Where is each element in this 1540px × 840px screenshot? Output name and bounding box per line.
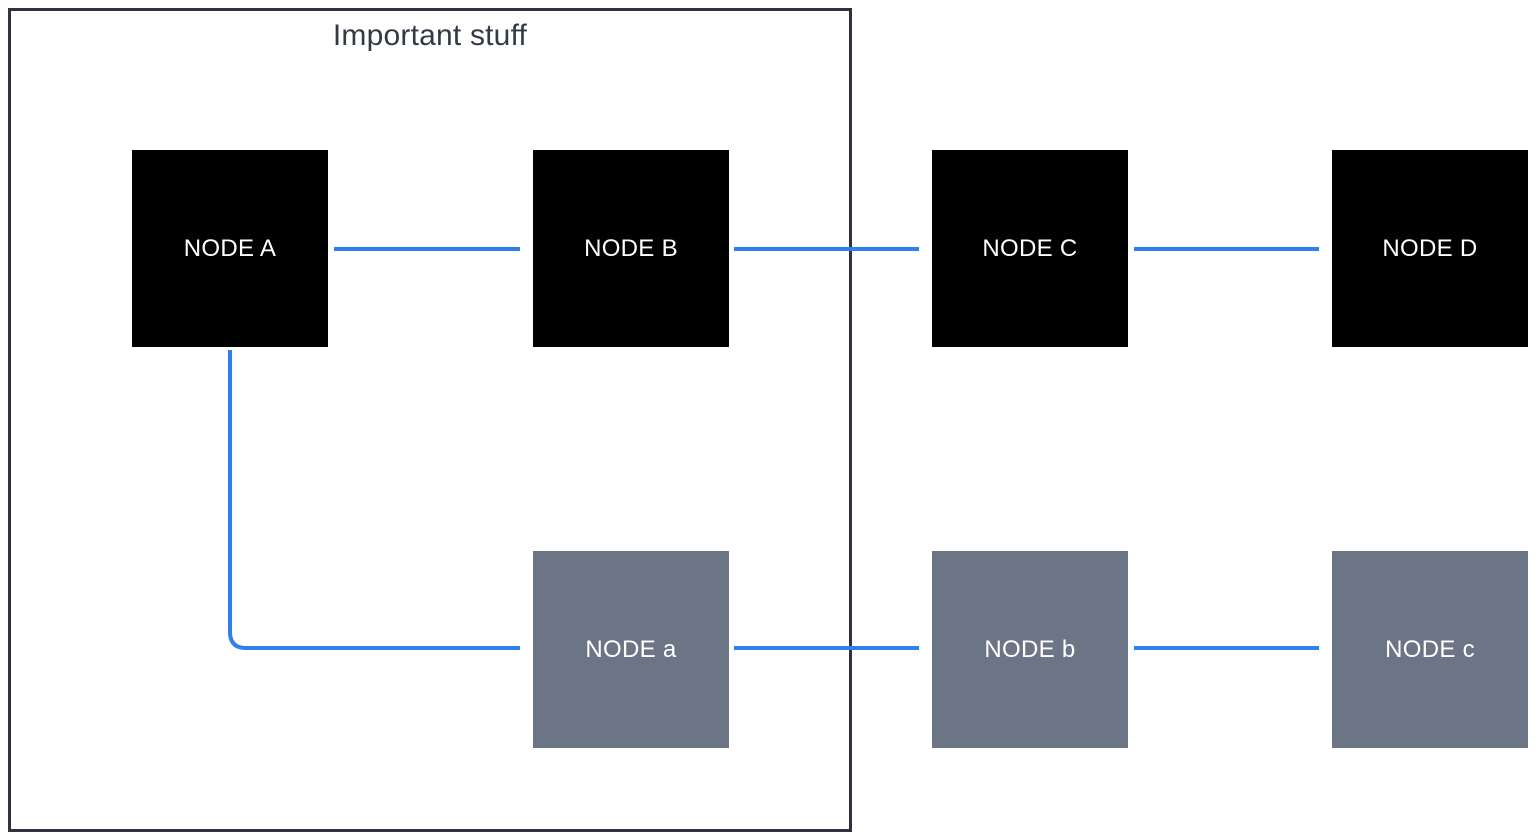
node-label-D: NODE D: [1382, 234, 1478, 262]
node-c[interactable]: NODE c: [1332, 551, 1528, 748]
node-C[interactable]: NODE C: [932, 150, 1128, 347]
node-D[interactable]: NODE D: [1332, 150, 1528, 347]
cluster-title: Important stuff: [332, 19, 528, 52]
node-label-C: NODE C: [982, 234, 1078, 262]
node-A[interactable]: NODE A: [132, 150, 328, 347]
node-label-A: NODE A: [183, 234, 277, 262]
node-label-a: NODE a: [585, 635, 677, 663]
node-label-B: NODE B: [584, 234, 678, 262]
node-label-c: NODE c: [1385, 635, 1475, 663]
node-b[interactable]: NODE b: [932, 551, 1128, 748]
node-label-b: NODE b: [984, 635, 1076, 663]
cluster-important-stuff[interactable]: [8, 8, 852, 832]
node-B[interactable]: NODE B: [533, 150, 729, 347]
node-a[interactable]: NODE a: [533, 551, 729, 748]
